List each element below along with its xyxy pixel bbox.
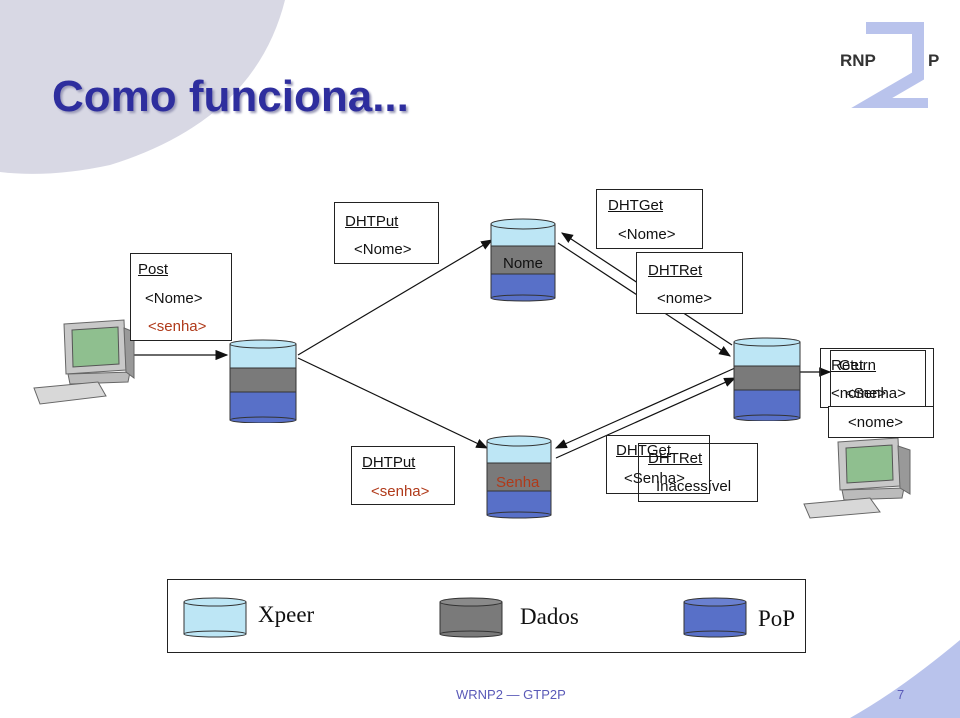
- dhtput-nome-box: DHTPut <Nome>: [334, 202, 439, 264]
- footer-text: WRNP2 — GTP2P: [456, 687, 566, 702]
- node-stack-left: [229, 339, 297, 423]
- legend-dados-label: Dados: [520, 604, 579, 629]
- legend-pop-label: PoP: [758, 606, 796, 631]
- post-nome: <Nome>: [145, 290, 203, 307]
- dhtput-nome-title: DHTPut: [345, 213, 399, 230]
- dhtget-senha-value: <Senha>: [624, 470, 685, 487]
- nome-output-box: <nome>: [828, 406, 934, 438]
- dhtput-senha-value: <senha>: [371, 483, 430, 500]
- dhtput-senha-box: DHTPut <senha>: [351, 446, 455, 505]
- dhtret-nome-title: DHTRet: [648, 262, 703, 279]
- dhtget-nome-title: DHTGet: [608, 197, 664, 214]
- computer-icon-left: [33, 319, 135, 405]
- post-title: Post: [138, 261, 169, 278]
- legend-xpeer-label: Xpeer: [258, 602, 315, 627]
- page-number: 7: [897, 687, 905, 702]
- cylinder-nome-label: Nome: [503, 255, 544, 272]
- get-box: Get <Senha>: [830, 350, 926, 408]
- return-box: Return <nome>: [820, 348, 934, 408]
- dhtret-nome-value: <nome>: [657, 290, 713, 307]
- post-box: Post <Nome> <senha>: [130, 253, 232, 341]
- dhtret-nome-box: DHTRet <nome>: [636, 252, 743, 314]
- dhtget-senha-box: DHTGet <Senha>: [606, 435, 710, 494]
- page-title: Como funciona...: [52, 72, 409, 121]
- dhtget-senha-title: DHTGet: [616, 442, 672, 459]
- return-title: Return: [831, 357, 877, 374]
- logo-text-right: P: [928, 51, 940, 70]
- legend-dados-swatch: [439, 597, 503, 638]
- dhtput-senha-title: DHTPut: [362, 454, 416, 471]
- rnp-logo: RNP P: [836, 18, 946, 110]
- dhtput-nome-value: <Nome>: [354, 241, 412, 258]
- get-value: <Senha>: [845, 385, 906, 402]
- dhtget-nome-value: <Nome>: [618, 226, 676, 243]
- dhtret-senha-title: DHTRet: [648, 450, 703, 467]
- dhtret-senha-value: Inacessível: [656, 478, 732, 495]
- post-senha: <senha>: [148, 318, 207, 335]
- cylinder-senha-label: Senha: [496, 474, 540, 491]
- nome-output-value: <nome>: [848, 414, 904, 431]
- legend-pop-swatch: [683, 597, 747, 638]
- legend: Xpeer Dados PoP: [167, 579, 806, 653]
- logo-text-left: RNP: [840, 51, 876, 70]
- node-stack-right: [733, 337, 801, 421]
- cylinder-nome: Nome: [488, 216, 560, 302]
- computer-icon-right: [803, 437, 911, 519]
- legend-xpeer-swatch: [183, 597, 247, 638]
- dhtret-senha-box: DHTRet Inacessível: [638, 443, 758, 502]
- return-value: <nome>: [831, 385, 887, 402]
- get-title: Get: [839, 357, 864, 374]
- cylinder-senha: Senha: [484, 433, 556, 519]
- dhtget-nome-box: DHTGet <Nome>: [596, 189, 703, 249]
